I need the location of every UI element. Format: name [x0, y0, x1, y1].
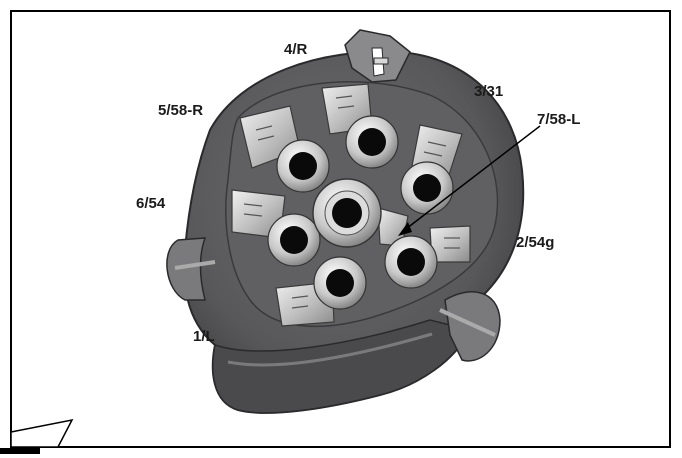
label-pin-7: 7/58-L [537, 111, 580, 128]
socket-pin-4-hole [345, 115, 399, 169]
frame-border [10, 10, 671, 448]
label-pin-1: 1/L [193, 328, 215, 345]
label-pin-6: 6/54 [136, 195, 166, 212]
label-pin-2: 2/54g [516, 234, 554, 251]
label-pin-5: 5/58-R [158, 102, 203, 119]
socket-pin-2-hole [384, 235, 438, 289]
corner-tab [0, 418, 74, 454]
socket-pin-5-hole [276, 139, 330, 193]
socket-pin-6-hole [267, 213, 321, 267]
socket-pin-1-hole [313, 256, 367, 310]
label-pin-3: 3/31 [474, 83, 503, 100]
socket-pin-3-hole [400, 161, 454, 215]
clamp-screws [243, 95, 460, 309]
pointer-arrow-7-58-l [398, 125, 541, 236]
label-pin-4: 4/R [284, 41, 308, 58]
right-mount-ear [439, 291, 501, 362]
top-key-tab [344, 29, 411, 83]
socket-pin-7-center-hole [312, 178, 382, 248]
left-mount-ear [166, 237, 216, 301]
